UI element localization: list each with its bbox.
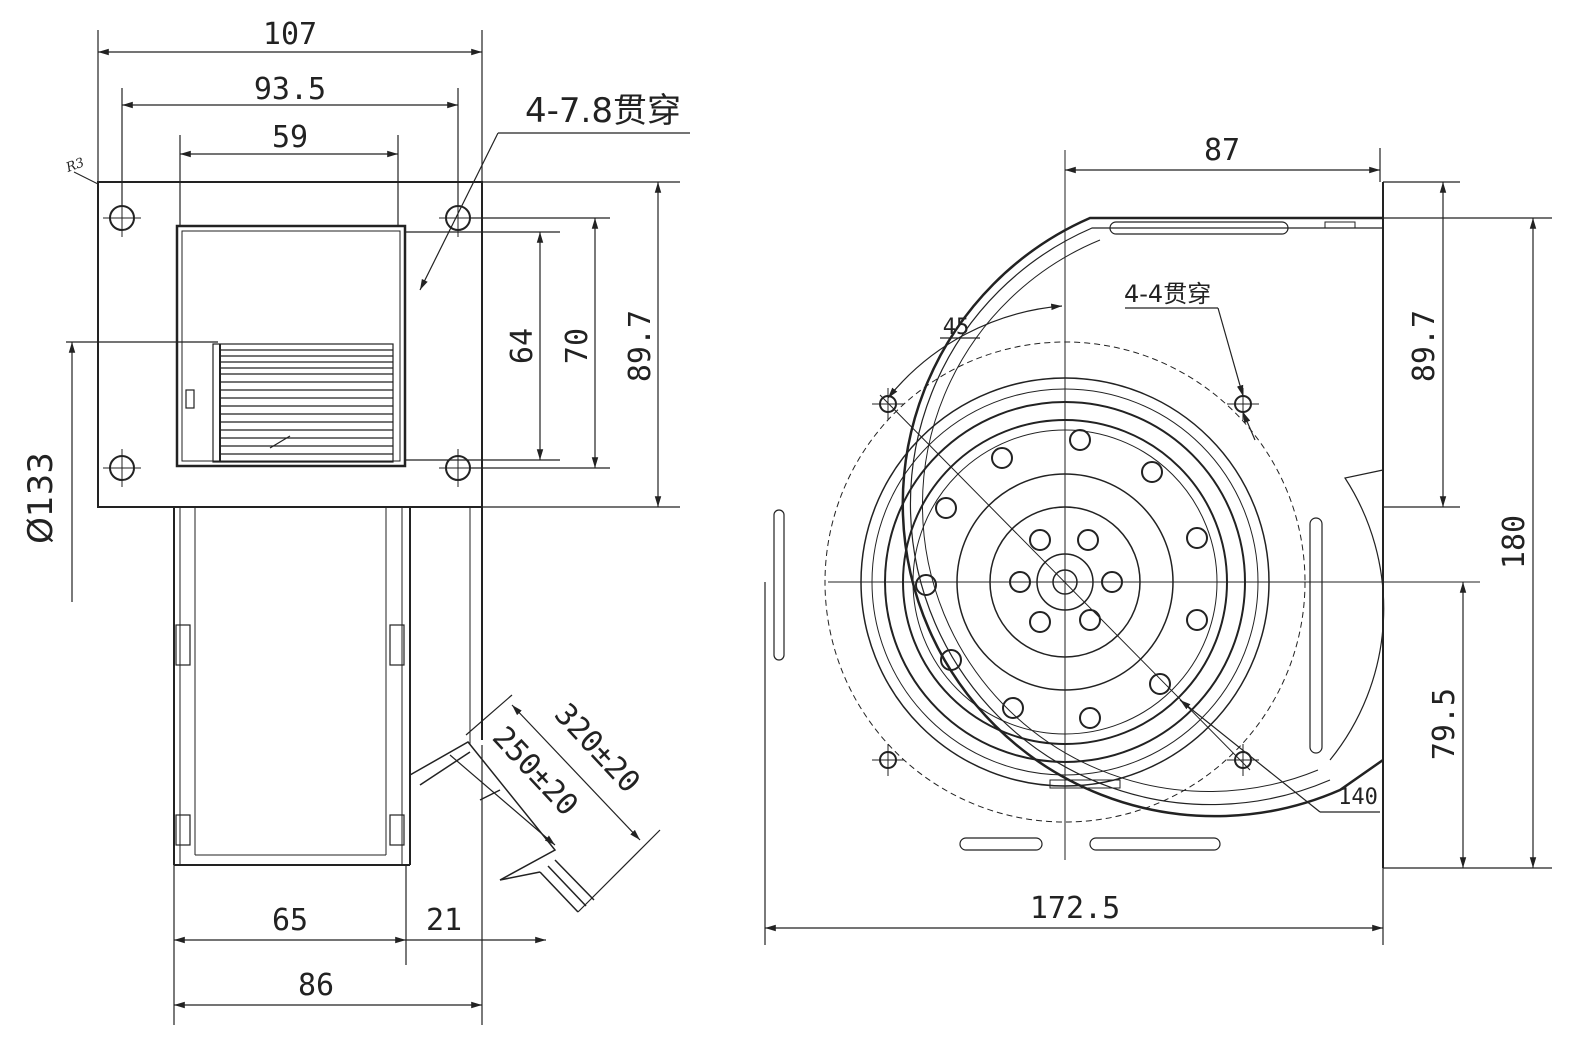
- dim-angle-45: 45: [943, 315, 970, 340]
- front-dims: [764, 148, 1552, 945]
- dim-140: 140: [1338, 785, 1378, 810]
- rotor-holes-outer: [915, 429, 1208, 729]
- front-mount-holes: [872, 388, 1259, 776]
- dim-70: 70: [560, 328, 595, 364]
- side-dims: [66, 30, 690, 1025]
- cable: [409, 741, 595, 913]
- dim-64: 64: [505, 328, 540, 364]
- rotor-holes-inner: [1009, 529, 1123, 633]
- dim-93-5: 93.5: [254, 72, 326, 107]
- dim-89-7-side: 89.7: [623, 310, 658, 382]
- mount-hole-bl: [103, 449, 141, 487]
- dim-107: 107: [263, 17, 317, 52]
- housing-body: [173, 507, 483, 866]
- dim-59: 59: [272, 120, 308, 155]
- dim-21: 21: [426, 903, 462, 938]
- dim-180: 180: [1497, 515, 1532, 569]
- dim-diameter-133: Ø133: [21, 452, 61, 544]
- impeller-blades: [185, 343, 394, 463]
- dim-172-5: 172.5: [1030, 891, 1120, 926]
- dim-79-5: 79.5: [1427, 688, 1462, 760]
- dim-89-7-front: 89.7: [1407, 310, 1442, 382]
- outlet-opening: [175, 224, 407, 468]
- front-view: 87 89.7 180 79.5 172.5 140 45 4-4贯穿: [764, 133, 1552, 945]
- side-view: 107 93.5 59 4-7.8贯穿 R3 64 70 89.7 Ø133 6…: [21, 17, 690, 1025]
- scroll-housing: [773, 182, 1385, 868]
- dim-87: 87: [1204, 133, 1240, 168]
- note-mount-holes-front: 4-4贯穿: [1124, 280, 1211, 308]
- note-mount-holes-side: 4-7.8贯穿: [525, 91, 681, 131]
- dim-65: 65: [272, 903, 308, 938]
- dim-86: 86: [298, 968, 334, 1003]
- dim-r3: R3: [63, 155, 86, 176]
